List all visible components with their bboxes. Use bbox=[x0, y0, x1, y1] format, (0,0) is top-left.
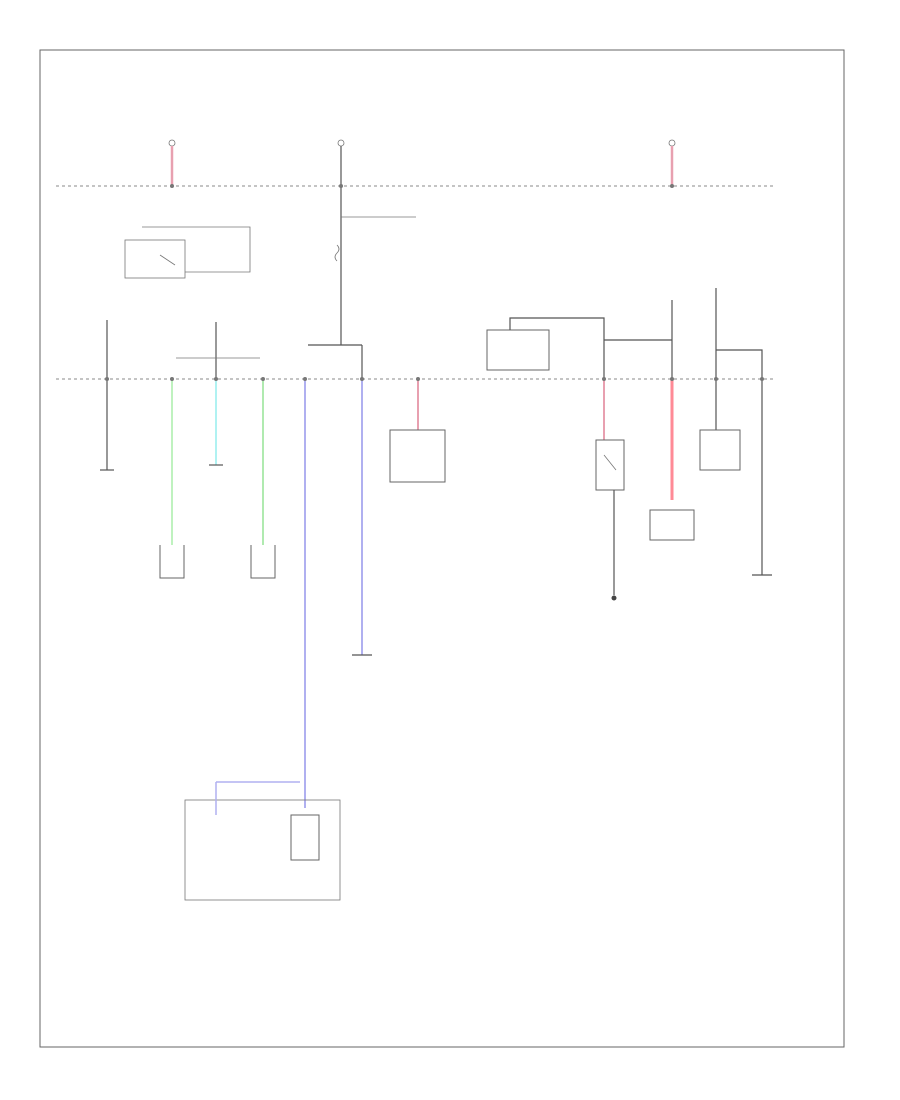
bottom-left-inner-connector bbox=[290, 814, 320, 861]
bus-pin bbox=[339, 184, 343, 188]
bus-pin bbox=[714, 377, 718, 381]
diagram-frame bbox=[39, 49, 845, 1048]
right-switch-box bbox=[595, 439, 625, 491]
bus-pin bbox=[261, 377, 265, 381]
center-fuse-rect bbox=[389, 429, 446, 483]
bus-pin bbox=[170, 377, 174, 381]
bottom-left-module bbox=[184, 781, 341, 901]
relay-switch bbox=[159, 254, 176, 266]
far-right-box bbox=[699, 429, 741, 471]
top-left-pin bbox=[168, 139, 176, 147]
left-ground-branch bbox=[100, 320, 114, 471]
bus-pin bbox=[303, 377, 307, 381]
top-center-component bbox=[308, 139, 416, 379]
center-fuse-box bbox=[389, 379, 446, 483]
left-lower-branch bbox=[159, 379, 185, 579]
far-right-branch bbox=[699, 288, 772, 576]
relay-inner-box bbox=[124, 239, 186, 279]
top-center-pin bbox=[337, 139, 345, 147]
bus-connectors bbox=[105, 184, 764, 381]
right-switch-contact bbox=[603, 454, 617, 471]
right-relay bbox=[486, 317, 672, 379]
bus-pin bbox=[670, 184, 674, 188]
bus-pin bbox=[760, 377, 764, 381]
left-lower-connector bbox=[159, 545, 185, 579]
top-right-component bbox=[668, 139, 676, 186]
bottom-left-module-frame bbox=[184, 799, 341, 901]
bus-pin bbox=[416, 377, 420, 381]
cyan-branch bbox=[176, 322, 260, 466]
far-right-return bbox=[716, 349, 763, 575]
bus-pin bbox=[360, 377, 364, 381]
mid-lower-connector bbox=[250, 545, 276, 579]
right-lower-branch bbox=[649, 300, 695, 541]
bus-pin bbox=[170, 184, 174, 188]
right-relay-box bbox=[486, 329, 550, 371]
center-fuse-icon bbox=[334, 244, 340, 262]
blue-branch bbox=[304, 379, 372, 808]
top-left-component bbox=[168, 139, 176, 186]
relay-box bbox=[124, 226, 251, 279]
bus-pin bbox=[670, 377, 674, 381]
right-ground-dot bbox=[611, 595, 617, 601]
bus-pin bbox=[602, 377, 606, 381]
relay-outline bbox=[142, 226, 251, 273]
top-right-pin bbox=[668, 139, 676, 147]
green-branch bbox=[250, 379, 276, 579]
right-lower-box bbox=[649, 509, 695, 541]
right-relay-feed bbox=[509, 317, 605, 379]
bus-pin bbox=[105, 377, 109, 381]
right-switch-branch bbox=[595, 379, 625, 601]
bus-pin bbox=[214, 377, 218, 381]
